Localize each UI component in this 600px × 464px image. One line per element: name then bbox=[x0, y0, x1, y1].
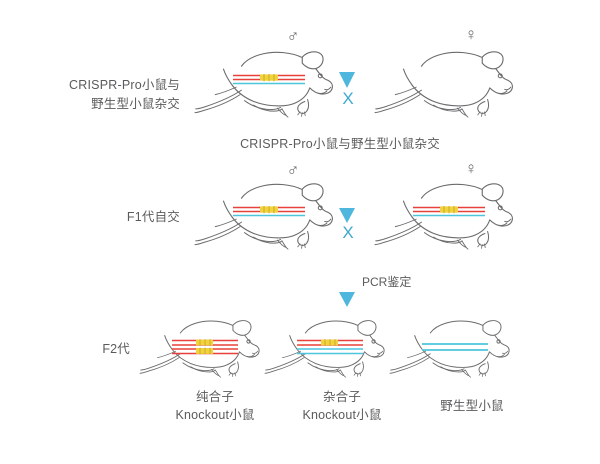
allele-marker-f1-male bbox=[233, 205, 305, 219]
down-arrow-p0 bbox=[339, 30, 355, 88]
pcr-arrow-icon bbox=[339, 258, 355, 307]
f1-right-mouse-group: ♀ bbox=[374, 160, 525, 252]
p0-cross-arrow-group: X bbox=[330, 28, 370, 108]
f2-label-wildtype: 野生型小鼠 bbox=[440, 399, 504, 413]
f1-left-mouse-group: ♂ bbox=[194, 162, 345, 252]
row-label-p0: CRISPR-Pro小鼠与 野生型小鼠杂交 bbox=[69, 78, 180, 111]
pcr-step-group: PCR鉴定 bbox=[330, 258, 460, 310]
female-symbol-f1: ♀ bbox=[464, 159, 478, 178]
f2-label-homozygous: 纯合子 Knockout小鼠 bbox=[175, 390, 255, 422]
row-label-f2: F2代 bbox=[102, 342, 130, 356]
p0-right-mouse-group: ♀ bbox=[374, 26, 525, 120]
cross-symbol-p0: X bbox=[342, 89, 354, 108]
allele-marker-crispr-pro bbox=[233, 73, 305, 87]
cross-symbol-f1: X bbox=[342, 223, 354, 242]
f2-mouse-3-group bbox=[389, 310, 520, 382]
p0-left-mouse-group: ♂ bbox=[194, 28, 345, 120]
f2-mouse-2-group bbox=[264, 310, 395, 382]
mouse-wildtype-p0 bbox=[374, 51, 513, 118]
pcr-label: PCR鉴定 bbox=[362, 275, 412, 289]
p0-caption: CRISPR-Pro小鼠与野生型小鼠杂交 bbox=[240, 137, 440, 151]
allele-marker-homozygous bbox=[172, 338, 238, 356]
f2-label-heterozygous: 杂合子 Knockout小鼠 bbox=[302, 390, 382, 422]
male-symbol-f1: ♂ bbox=[286, 161, 300, 180]
allele-marker-heterozygous bbox=[297, 338, 363, 356]
female-symbol-p0: ♀ bbox=[464, 25, 478, 44]
row-label-f1: F1代自交 bbox=[126, 210, 180, 224]
allele-marker-f1-female bbox=[413, 205, 485, 219]
f2-mouse-1-group bbox=[139, 310, 270, 382]
f1-cross-arrow-group: X bbox=[330, 176, 370, 246]
male-symbol-p0: ♂ bbox=[286, 27, 300, 46]
down-arrow-f1 bbox=[339, 178, 355, 223]
allele-marker-wildtype bbox=[422, 341, 488, 353]
